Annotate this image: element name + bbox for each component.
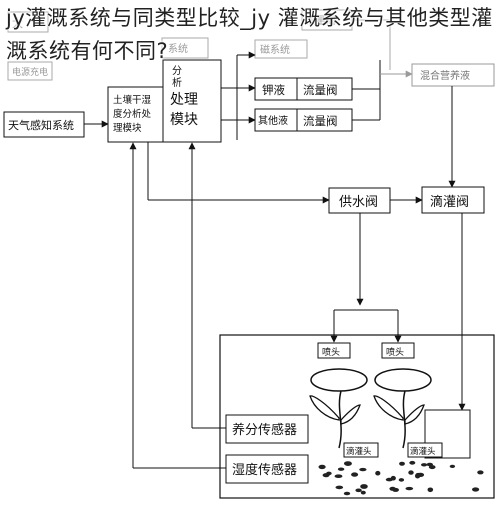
plant-2-leaf-left: [373, 395, 404, 421]
nozzle-1-label: 喷头: [322, 347, 340, 358]
soil-dot: [385, 477, 393, 482]
nozzle-2-box: [381, 342, 415, 359]
soil-dot: [335, 485, 344, 490]
faint-label-upper-left: 太: [12, 17, 23, 30]
faint-label-top-right: 流量阀: [306, 14, 336, 27]
faint-label-mid: 磁系统: [260, 43, 290, 56]
plant-1-leaf-left: [309, 395, 340, 421]
plant-1: [309, 368, 368, 449]
faint-box-left-top2: [161, 37, 209, 59]
plant-2-stem: [402, 390, 406, 449]
analysis-big-1: 处理: [170, 92, 198, 108]
soil-dot: [360, 490, 366, 495]
plant-1-leaf-right: [340, 404, 361, 425]
soil-dot: [343, 491, 351, 496]
drip-valve-label: 滴灌阀: [430, 194, 469, 210]
soil-dot: [344, 461, 350, 465]
mixed-nutrient-label: 混合营养液: [420, 69, 470, 82]
drip-head-2-label: 滴灌头: [410, 446, 436, 457]
soil-dot: [398, 478, 405, 482]
humidity-sensor-box: [225, 454, 309, 484]
soil-dot: [427, 487, 434, 493]
flow-valve-2-label: 流量阀: [303, 114, 338, 128]
soil-dot: [360, 484, 368, 489]
soil-module-line-2: 度分析处: [113, 108, 152, 120]
soil-dot: [337, 467, 345, 471]
soil-dots: [318, 460, 484, 496]
soil-dot: [449, 464, 456, 468]
soil-dot: [359, 467, 367, 472]
soil-dot: [405, 486, 414, 491]
faint-label-power: 电源充电: [12, 66, 48, 78]
soil-dot: [351, 472, 359, 477]
soil-module-line-3: 理模块: [113, 122, 142, 134]
flow-valve-1-label: 流量阀: [303, 83, 338, 97]
mixed-nutrient-box: [411, 63, 495, 87]
soil-dot: [318, 464, 326, 470]
soil-dot: [326, 471, 332, 476]
soil-dot: [399, 461, 405, 466]
faint-box-upper-left: [7, 11, 49, 33]
drip-head-1-box: [343, 442, 379, 458]
weather-label: 天气感知系统: [8, 118, 74, 132]
soil-dot: [375, 470, 381, 476]
analysis-module-box: [162, 59, 222, 143]
soil-dot: [408, 470, 414, 475]
soil-dot: [334, 474, 343, 479]
soil-dot: [477, 470, 484, 475]
nozzle-1-box: [317, 342, 351, 359]
field-enclosure: [219, 334, 495, 499]
plant-1-head: [310, 368, 368, 392]
soil-dot: [428, 465, 436, 470]
supply-valve-label: 供水阀: [339, 195, 378, 210]
soil-dot: [415, 473, 421, 479]
plant-2: [373, 368, 432, 449]
soil-dot: [392, 487, 399, 492]
humidity-sensor-label: 湿度传感器: [232, 462, 297, 478]
analysis-col-2: 析: [172, 76, 182, 89]
soil-dot: [421, 463, 428, 467]
soil-module-line-1: 土壤干湿: [113, 94, 152, 106]
nozzle-2-label: 喷头: [386, 347, 404, 358]
drip-head-1-label: 滴灌头: [346, 446, 372, 457]
soil-dot: [355, 488, 362, 493]
soil-dot: [472, 487, 480, 492]
drip-head-2-box: [407, 442, 443, 458]
analysis-big-2: 模块: [170, 112, 198, 128]
soil-dot: [409, 460, 416, 465]
faint-box-mid: [254, 39, 308, 59]
faint-box-power: [7, 61, 53, 81]
faint-label-left-top2: 系统: [168, 42, 188, 55]
plant-2-head: [374, 368, 432, 392]
faint-background-group: 太 电源充电 磁系统 流量阀 系统: [7, 9, 391, 81]
drip-valve-box: [421, 186, 485, 214]
plant-1-stem: [338, 390, 342, 449]
nutrient-sensor-box: [225, 414, 309, 444]
plant-2-leaf-right: [404, 404, 425, 425]
weather-box: [3, 111, 85, 138]
analysis-col-1: 分: [172, 65, 182, 77]
potassium-label: 钾液: [262, 83, 285, 97]
overlay-title: jy灌溉系统与同类型比较_jy 灌溉系统与其他类型灌溉系统有何不同?: [6, 6, 493, 63]
nutrient-sensor-label: 养分传感器: [232, 422, 297, 438]
other-liquid-label: 其他液: [258, 114, 288, 127]
